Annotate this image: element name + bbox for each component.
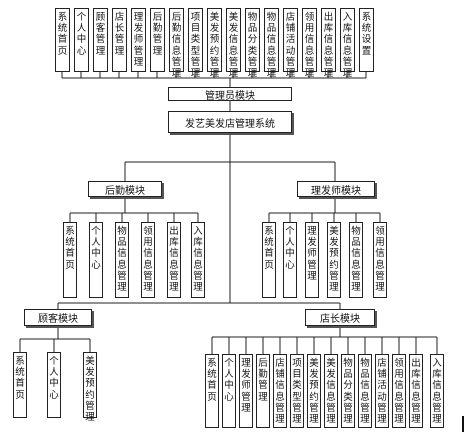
manager-function-logistics-manage: 后勤管理 [256,354,270,428]
customer-function-appointment: 美发预约管理 [83,352,97,423]
admin-function-requisition: 领用信息管理 [302,8,317,79]
system-root: 发艺美发店管理系统 [168,111,292,133]
admin-function-settings: 系统设置 [359,8,374,72]
barber-function-personal-center: 个人中心 [283,222,297,298]
admin-function-store-activity: 店铺活动管理 [283,8,298,79]
manager-function-barber-manage: 理发师管理 [239,354,253,428]
manager-function-appointment: 美发预约管理 [307,354,321,428]
admin-function-barber-manage: 理发师管理 [131,8,146,72]
logistics-function-home: 系统首页 [63,222,77,298]
admin-function-item-info: 物品信息管理 [264,8,279,79]
manager-function-item-info: 物品信息管理 [358,354,372,428]
barber-function-requisition: 领用信息管理 [373,222,387,298]
manager-function-inbound: 入库信息管理 [430,354,444,428]
barber-function-item-info: 物品信息管理 [349,222,363,298]
admin-function-personal-center: 个人中心 [74,8,89,72]
manager-function-personal-center: 个人中心 [222,354,236,428]
admin-function-logistics-info: 后勤信息管理 [169,8,184,79]
admin-module: 管理员模块 [168,87,292,102]
admin-function-inbound: 入库信息管理 [340,8,355,79]
admin-function-outbound: 出库信息管理 [321,8,336,79]
logistics-function-requisition: 领用信息管理 [141,222,155,298]
logistics-function-personal-center: 个人中心 [89,222,103,298]
logistics-module: 后勤模块 [88,181,162,197]
admin-function-project-type: 项目类型管理 [188,8,203,79]
manager-function-project-type: 项目类型管理 [290,354,304,428]
barber-function-home: 系统首页 [262,222,276,298]
admin-function-item-category: 物品分类管理 [245,8,260,79]
admin-function-manager-manage: 店长管理 [112,8,127,72]
customer-module: 顾客模块 [24,309,92,326]
manager-function-home: 系统首页 [205,354,219,428]
barber-function-barber-manage: 理发师管理 [305,222,319,298]
manager-function-hair-info: 美发信息管理 [324,354,338,428]
manager-function-outbound: 出库信息管理 [409,354,423,428]
barber-function-appointment: 美发预约管理 [327,222,341,298]
trailing-mark [462,416,464,432]
barber-module: 理发师模块 [297,181,375,197]
admin-function-appointment: 美发预约管理 [207,8,222,79]
manager-function-item-category: 物品分类管理 [341,354,355,428]
admin-function-customer-manage: 顾客管理 [93,8,108,72]
logistics-function-outbound: 出库信息管理 [167,222,181,298]
manager-module: 店长模块 [305,309,375,326]
logistics-function-inbound: 入库信息管理 [191,222,205,298]
admin-function-hair-info: 美发信息管理 [226,8,241,79]
customer-function-home: 系统首页 [13,352,27,418]
manager-function-requisition: 领用信息管理 [392,354,406,428]
admin-function-home: 系统首页 [55,8,70,72]
manager-function-store-activity: 店铺活动管理 [375,354,389,428]
logistics-function-item-info: 物品信息管理 [115,222,129,298]
admin-function-logistics-manage: 后勤管理 [150,8,165,72]
customer-function-personal-center: 个人中心 [47,352,61,418]
manager-function-store-info: 店铺信息管理 [273,354,287,428]
